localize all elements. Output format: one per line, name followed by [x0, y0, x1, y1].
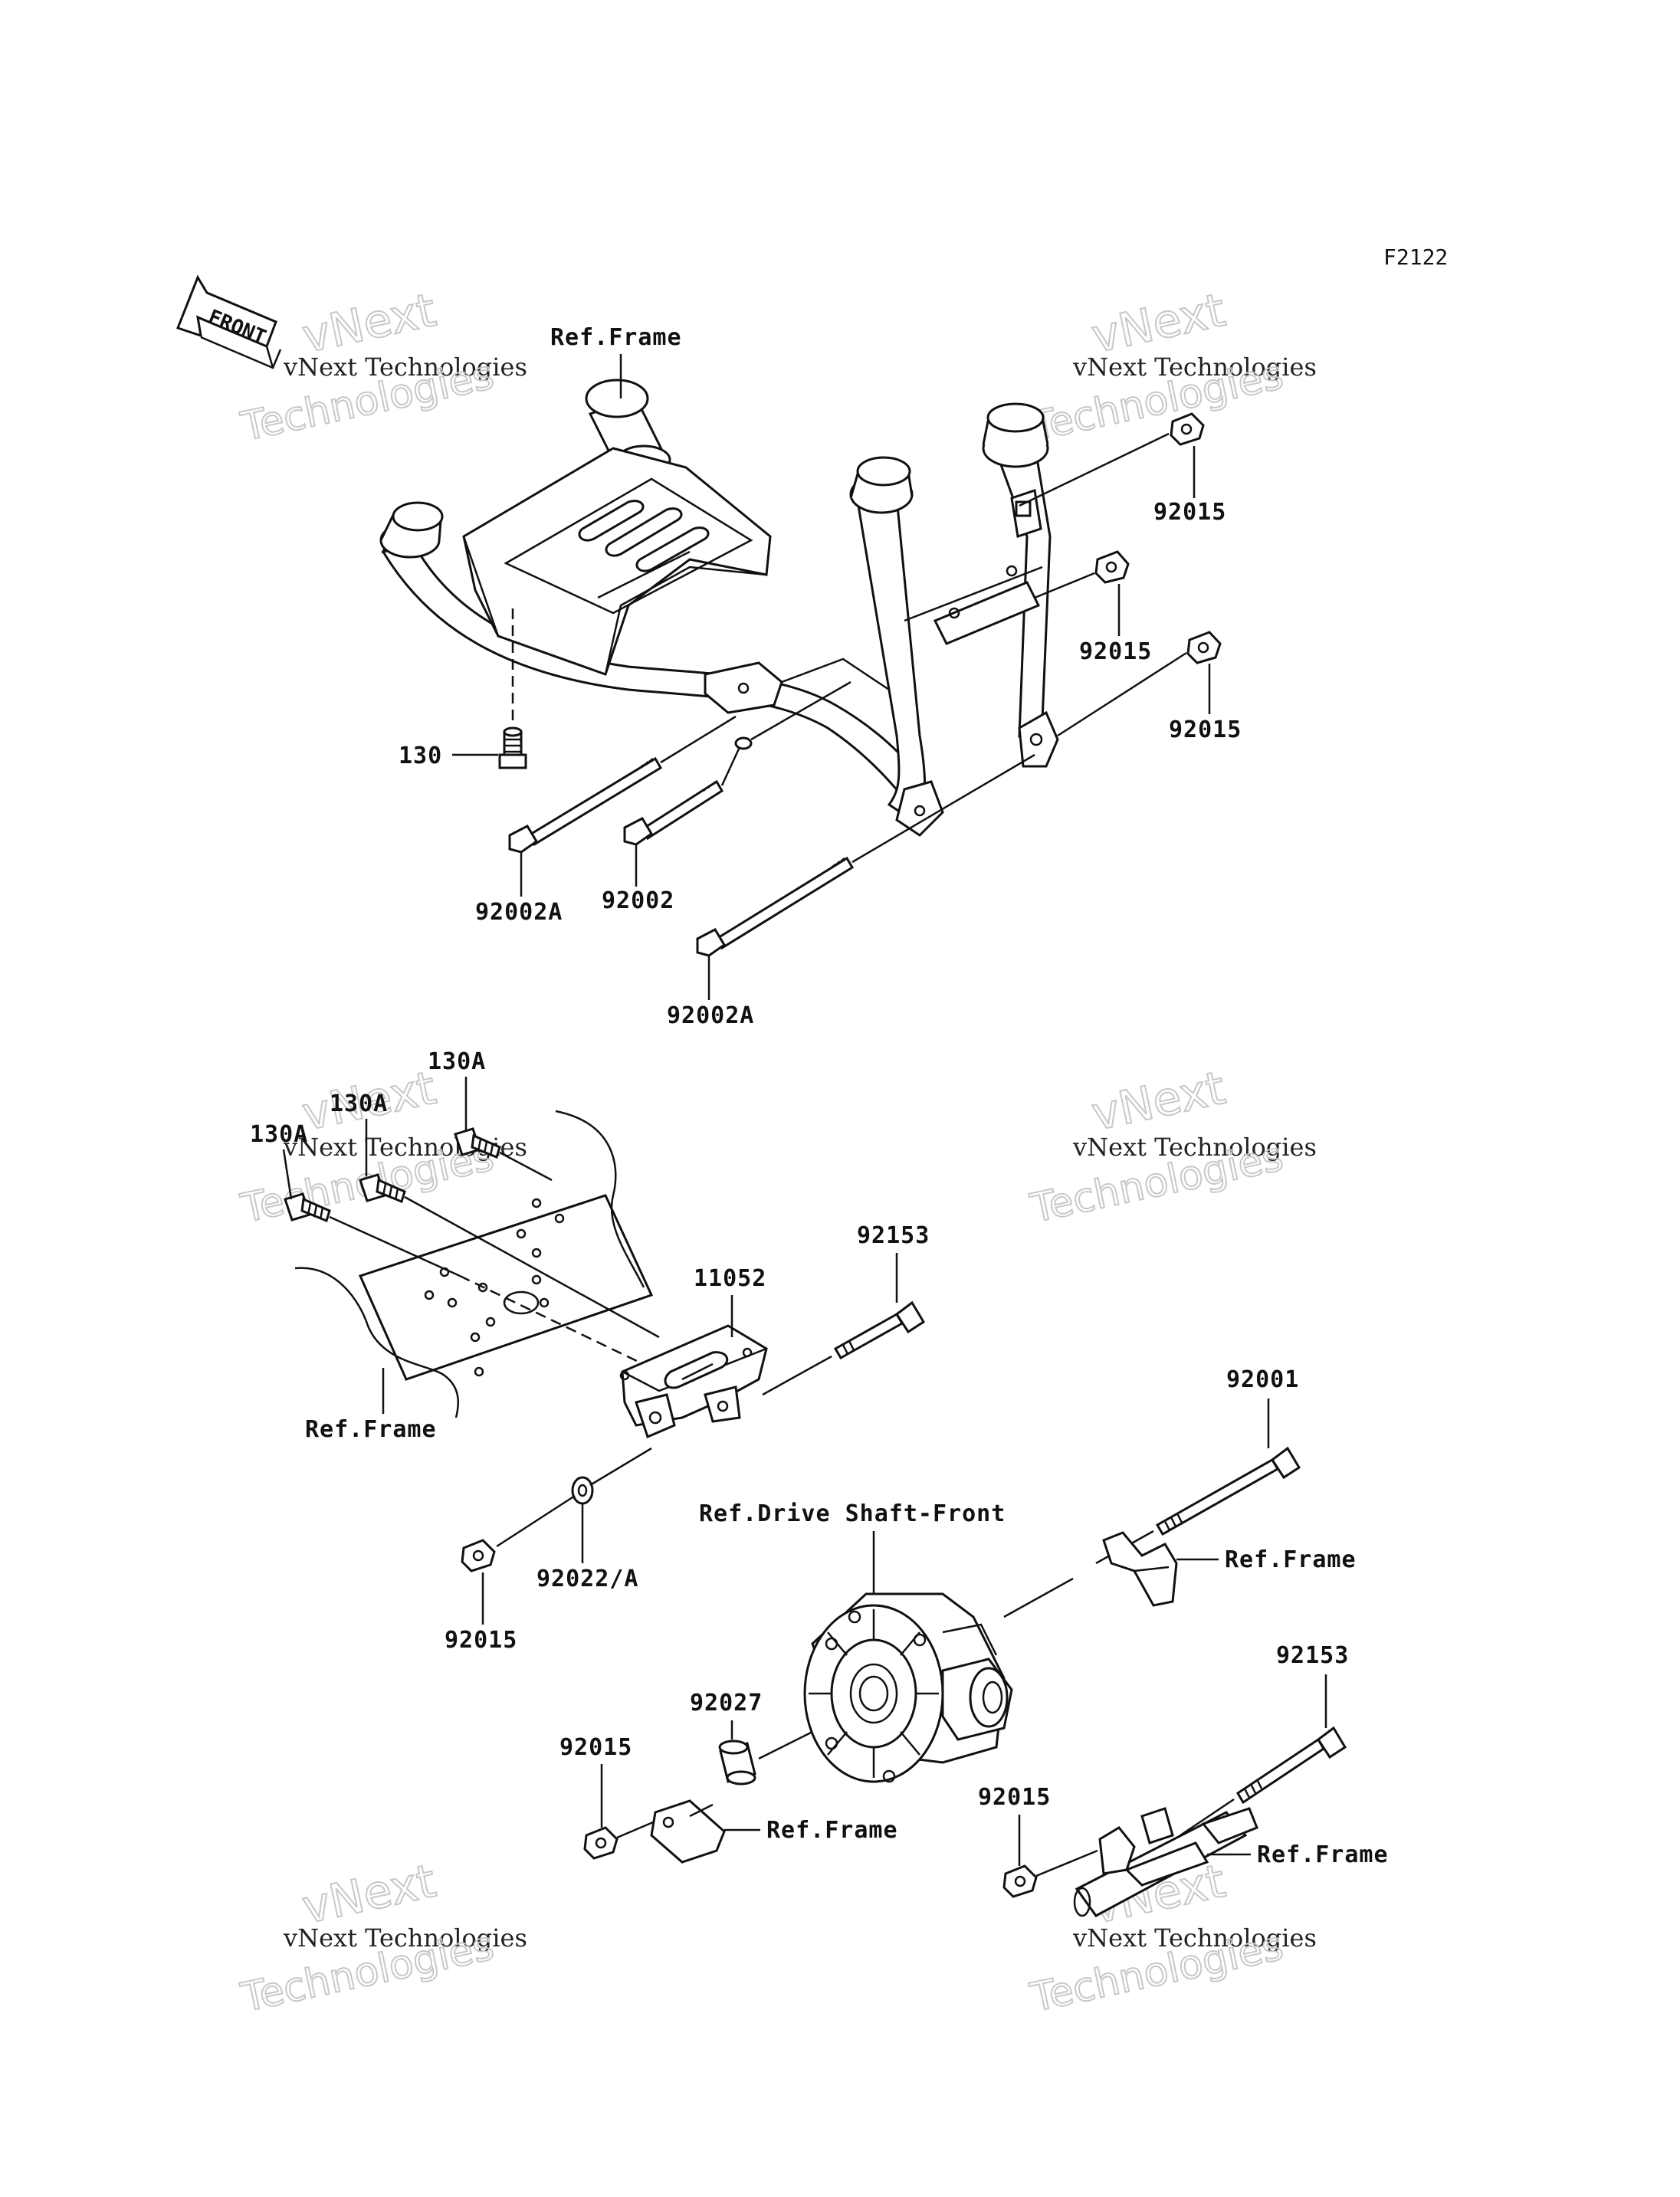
- bolt-92153-a-icon: [762, 1300, 926, 1396]
- bolt-130A-a-icon: [284, 1192, 660, 1373]
- watermark-company: vNext Technologies: [1072, 1923, 1317, 1953]
- watermark-company: vNext Technologies: [1072, 353, 1317, 382]
- bolt-92153-b-icon: [1180, 1726, 1347, 1837]
- bolt-92001-icon: [1003, 1446, 1301, 1618]
- frame-bracket-right-a-icon: [1102, 1531, 1178, 1607]
- label-ref-frame-bottom-left: Ref.Frame: [766, 1817, 898, 1844]
- label-130A-a: 130A: [250, 1121, 308, 1148]
- label-ref-frame-right-b: Ref.Frame: [1257, 1841, 1389, 1868]
- nut-92015-c-icon: [1057, 631, 1222, 737]
- bolt-130A-b-icon: [359, 1173, 660, 1339]
- watermark-brand: vNext: [1088, 1061, 1230, 1142]
- label-92022A: 92022/A: [536, 1566, 638, 1592]
- nut-92015-a-icon: [1019, 412, 1205, 507]
- label-92153-a: 92153: [857, 1222, 930, 1249]
- nut-92015-e-icon: [583, 1821, 654, 1860]
- label-92002A-left: 92002A: [475, 899, 563, 926]
- label-92002A-bottom: 92002A: [667, 1002, 754, 1029]
- watermark-company: vNext Technologies: [1072, 1133, 1317, 1162]
- watermark-brand: vNext: [298, 1854, 441, 1935]
- label-ref-frame-right-a: Ref.Frame: [1225, 1546, 1357, 1573]
- watermark-bottom-left: vNext vNext Technologies Technologies: [236, 1854, 527, 2022]
- front-arrow-icon: FRONT: [176, 274, 282, 369]
- label-ref-frame-mid: Ref.Frame: [305, 1416, 437, 1443]
- watermark-mid-right: vNext vNext Technologies Technologies: [1025, 1061, 1317, 1233]
- frame-bracket-right-b-icon: [1073, 1807, 1258, 1917]
- label-92015-a: 92015: [1153, 499, 1226, 526]
- frame-bracket-left-icon: [650, 1799, 726, 1864]
- label-92153-b: 92153: [1276, 1642, 1349, 1669]
- leader-130A-a: [282, 1149, 293, 1200]
- bolt-92002A-left-icon: [508, 715, 737, 854]
- collar-92027-icon: [718, 1730, 813, 1785]
- nut-92015-d-icon: [461, 1539, 496, 1572]
- label-11052: 11052: [694, 1265, 766, 1292]
- label-130A-b: 130A: [330, 1090, 388, 1117]
- bolt-130A-c-icon: [454, 1127, 553, 1182]
- label-92015-f: 92015: [978, 1784, 1051, 1811]
- label-92002: 92002: [602, 887, 674, 914]
- bolt-92002-icon: [623, 680, 851, 846]
- watermark-company: vNext Technologies: [283, 1923, 527, 1953]
- label-ref-drive-shaft-front: Ref.Drive Shaft-Front: [699, 1500, 1006, 1527]
- diagram-code: F2122: [1383, 244, 1448, 270]
- bolt-130-icon: [498, 605, 527, 769]
- label-92015-d: 92015: [445, 1627, 517, 1654]
- watermark-brand: vNext: [298, 284, 441, 364]
- label-ref-frame-top: Ref.Frame: [550, 324, 682, 351]
- frame-section-icon: [294, 1110, 654, 1418]
- label-92001: 92001: [1226, 1366, 1299, 1393]
- front-differential-icon: [803, 1592, 1013, 1783]
- label-92015-e: 92015: [559, 1734, 632, 1761]
- washer-92022A-icon: [496, 1447, 652, 1548]
- label-130: 130: [399, 743, 442, 769]
- label-92027: 92027: [690, 1690, 763, 1717]
- label-92015-b: 92015: [1079, 638, 1152, 665]
- watermark-company: vNext Technologies: [283, 353, 527, 382]
- nut-92015-f-icon: [1002, 1849, 1098, 1898]
- watermark-bottom-right: vNext vNext Technologies Technologies: [1025, 1854, 1317, 2022]
- bracket-11052-icon: [619, 1324, 768, 1439]
- guard-frame-assembly: [379, 379, 1059, 837]
- label-92015-c: 92015: [1169, 716, 1242, 743]
- nut-92015-b-icon: [1034, 550, 1130, 599]
- label-130A-c: 130A: [428, 1048, 486, 1075]
- watermark-brand: vNext: [1088, 284, 1230, 364]
- bolt-92002A-bottom-icon: [696, 753, 1035, 957]
- watermark-top-left: vNext vNext Technologies Technologies: [236, 283, 527, 451]
